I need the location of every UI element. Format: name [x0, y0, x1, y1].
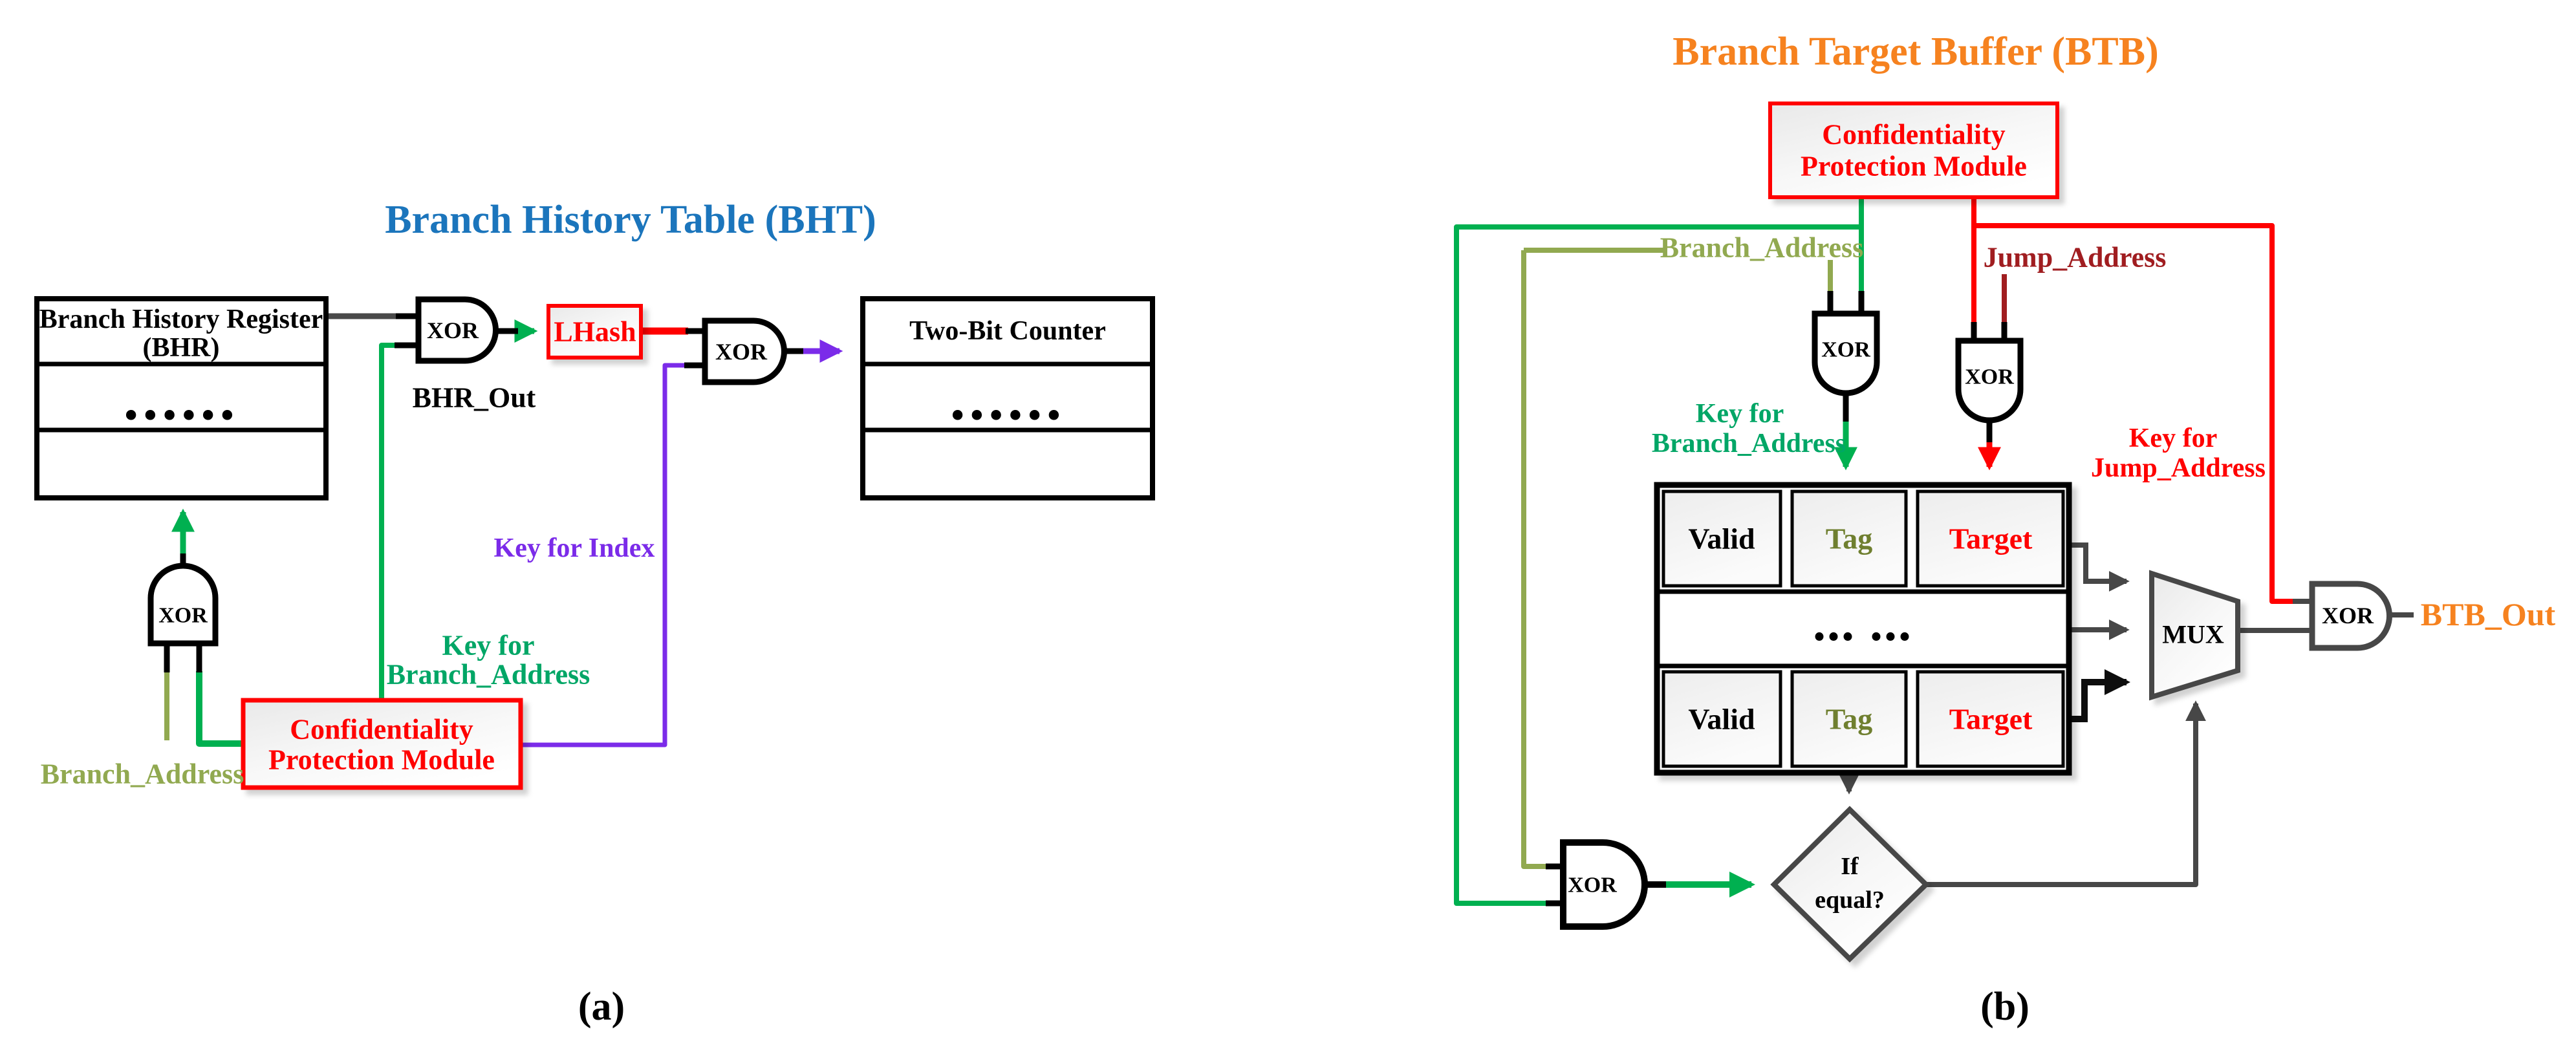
- wire-green-key-loop: [1454, 224, 1861, 906]
- arrow-diamond-to-mux: [1926, 700, 2206, 887]
- wire-xor3-to-cpm-a: [196, 671, 242, 747]
- xor-jump-gate: [1955, 338, 2024, 424]
- xor1-label: XOR: [427, 317, 479, 343]
- table-r1-valid: Valid: [1688, 522, 1755, 555]
- arrow-table-row3-to-mux: [2066, 669, 2130, 722]
- cpm-a-line1: Confidentiality: [290, 714, 473, 746]
- two-bit-counter-box: Two-Bit Counter ......: [860, 296, 1155, 500]
- two-bit-title: Two-Bit Counter: [909, 316, 1106, 346]
- xor-compare-gate: [1560, 839, 1648, 930]
- btb-title: Branch Target Buffer (BTB): [1672, 30, 2158, 74]
- cpm-box-a: Confidentiality Protection Module: [241, 698, 523, 790]
- xor3-label: XOR: [158, 604, 208, 628]
- diagram-b-btb: Branch Target Buffer (BTB): [1454, 30, 2556, 1029]
- cell-r3-valid: [1661, 670, 1782, 768]
- if-equal-diamond: If equal?: [1770, 806, 1930, 963]
- wire-key-branch-address-a: [379, 343, 397, 700]
- branch-address-label-b: Branch_Address: [1660, 232, 1864, 264]
- xor-branch-label: XOR: [1821, 338, 1870, 362]
- branch-address-label-a: Branch_Address: [41, 758, 244, 790]
- key-branch-a-line2: Branch_Address: [387, 659, 590, 691]
- bhr-out-label: BHR_Out: [413, 382, 536, 414]
- key-branch-b-line1: Key for: [1696, 399, 1784, 429]
- bhr-title-line2: (BHR): [143, 333, 220, 363]
- table-r1-target: Target: [1949, 522, 2033, 555]
- if-equal-line2: equal?: [1815, 886, 1885, 914]
- cell-r3-tag: [1790, 670, 1908, 768]
- diagram-a-bht: Branch History Table (BHT) Branc: [34, 198, 1155, 1029]
- cell-r1-valid: [1661, 489, 1782, 588]
- if-equal-line1: If: [1841, 853, 1859, 880]
- mux-label: MUX: [2162, 620, 2224, 649]
- xor-compare: XOR: [1560, 839, 1648, 930]
- xor2-gate: [702, 317, 787, 385]
- lhash-box: LHash: [547, 304, 643, 360]
- caption-b: (b): [1980, 985, 2029, 1029]
- xor3-gate: [147, 563, 219, 647]
- two-bit-dots: ......: [950, 364, 1066, 433]
- cpm-box-b: Confidentiality Protection Module: [1768, 102, 2059, 199]
- btb-table-cells: [1661, 489, 2065, 768]
- bhr-dots: ......: [124, 364, 239, 433]
- mux-shape: [2149, 570, 2240, 701]
- xor-jump-label: XOR: [1965, 365, 2014, 389]
- bhr-box: Branch History Register (BHR) ......: [34, 296, 329, 500]
- cell-r1-target: [1916, 489, 2065, 588]
- xor-branch-gate: [1812, 310, 1880, 396]
- table-r3-target: Target: [1949, 703, 2033, 736]
- gate-pin-stubs-b: [1546, 291, 2008, 907]
- key-for-index-label: Key for Index: [494, 533, 655, 563]
- xor-compare-label: XOR: [1568, 874, 1617, 897]
- wire-key-index: [521, 363, 686, 747]
- xor-gates-a: XOR XOR XOR: [147, 296, 787, 647]
- key-jump-line2: Jump_Address: [2091, 453, 2266, 483]
- key-jump-line1: Key for: [2129, 424, 2217, 453]
- cpm-a-outline: [241, 698, 523, 790]
- two-bit-box-outline: [860, 296, 1155, 500]
- wire-olive-branch-address-v: [1521, 250, 1549, 869]
- table-r1-tag: Tag: [1826, 522, 1872, 555]
- cell-r3-target: [1916, 670, 2065, 768]
- bhr-box-outline: [34, 296, 329, 500]
- xor2-label: XOR: [715, 339, 768, 365]
- table-mid-dots: ... ...: [1813, 595, 1912, 652]
- lhash-outline: [547, 304, 643, 360]
- table-r3-valid: Valid: [1688, 703, 1755, 736]
- arrow-table-row1-to-mux: [2066, 542, 2130, 592]
- table-r3-tag: Tag: [1826, 703, 1872, 736]
- cpm-b-outline: [1768, 102, 2059, 199]
- caption-a: (a): [578, 985, 625, 1029]
- bht-title: Branch History Table (BHT): [385, 198, 876, 242]
- cell-r1-tag: [1790, 489, 1908, 588]
- wire-red-key-loop: [1974, 223, 2295, 604]
- mux: MUX: [2149, 570, 2240, 701]
- lhash-label: LHash: [554, 316, 636, 348]
- jump-address-label: Jump_Address: [1984, 242, 2167, 274]
- cpm-b-line1: Confidentiality: [1822, 119, 2006, 151]
- key-branch-b-line2: Branch_Address: [1652, 429, 1846, 458]
- xor1-gate: [415, 296, 499, 364]
- bhr-title-line1: Branch History Register: [39, 305, 323, 334]
- cpm-a-line2: Protection Module: [268, 744, 495, 776]
- xor-out-label: XOR: [2322, 603, 2374, 628]
- xor-out: XOR: [2309, 581, 2392, 651]
- xor-key-gates-b: XOR XOR: [1812, 310, 2024, 424]
- btb-table: Valid Tag Target ... ... Valid Tag Targe…: [1654, 482, 2072, 776]
- diamond-shape: [1770, 806, 1930, 963]
- key-branch-a-line1: Key for: [442, 630, 535, 661]
- cpm-b-line2: Protection Module: [1801, 151, 2027, 182]
- xor-out-gate: [2309, 581, 2392, 651]
- btb-out-label: BTB_Out: [2421, 596, 2556, 632]
